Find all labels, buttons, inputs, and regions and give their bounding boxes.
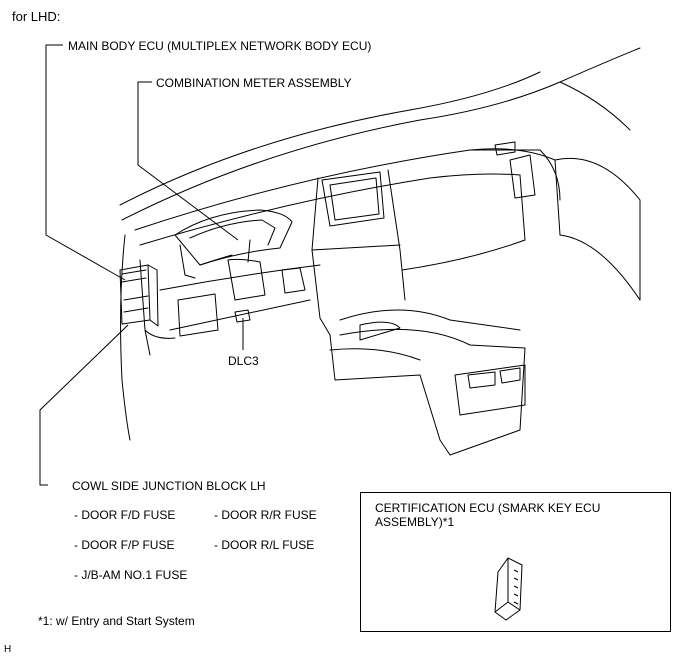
inset-title-line1: CERTIFICATION ECU (SMARK KEY ECU [375,501,601,515]
footnote: *1: w/ Entry and Start System [38,614,195,628]
fuse-door-rl: - DOOR R/L FUSE [214,538,315,552]
label-dlc3: DLC3 [228,354,259,368]
label-cowl-side-junction-block: COWL SIDE JUNCTION BLOCK LH [72,479,266,493]
page-heading: for LHD: [12,9,61,24]
fuse-jb-am-no1: - J/B-AM NO.1 FUSE [74,568,188,582]
label-combination-meter: COMBINATION METER ASSEMBLY [156,76,352,90]
inset-title-line2: ASSEMBLY)*1 [375,515,455,529]
label-main-body-ecu: MAIN BODY ECU (MULTIPLEX NETWORK BODY EC… [68,39,372,53]
corner-mark: H [4,644,12,655]
fuse-door-fp: - DOOR F/P FUSE [74,538,175,552]
certification-ecu-inset: CERTIFICATION ECU (SMARK KEY ECU ASSEMBL… [360,492,671,632]
fuse-door-fd: - DOOR F/D FUSE [74,508,176,522]
inset-title: CERTIFICATION ECU (SMARK KEY ECU ASSEMBL… [375,501,600,529]
fuse-door-rr: - DOOR R/R FUSE [214,508,317,522]
